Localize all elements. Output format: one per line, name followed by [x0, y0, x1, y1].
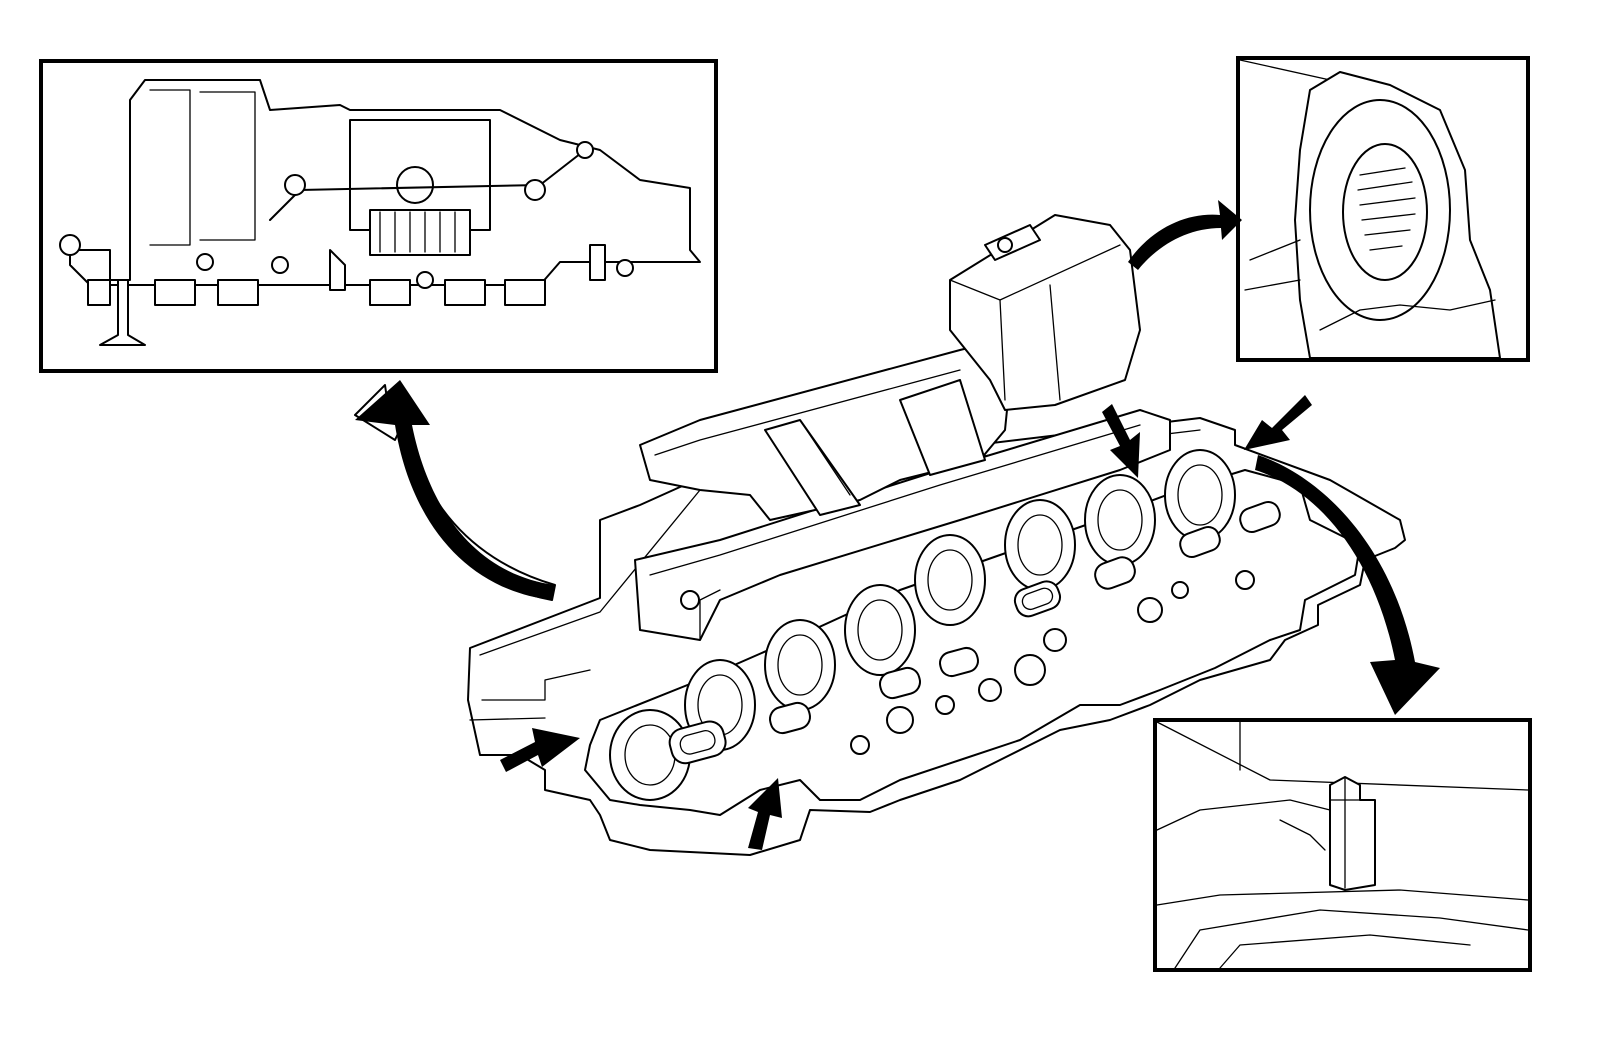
seal-rings	[668, 500, 1281, 765]
pointer-arrow-icon-3	[500, 728, 580, 772]
inset-bottom-right	[1153, 718, 1532, 972]
pointer-arrow-icon-2	[1244, 395, 1312, 450]
curved-arrow-icon-left	[354, 380, 556, 601]
inset-top-left-detail	[59, 79, 701, 346]
valve-body-assembly	[467, 214, 1406, 856]
solenoids	[609, 449, 1236, 801]
curved-arrow-icon-bottom-right	[1255, 455, 1440, 715]
inset-bottom-right-detail	[1156, 721, 1529, 969]
inset-top-right-detail	[1239, 59, 1501, 359]
connector-housing	[949, 214, 1141, 411]
pointer-arrow-icon-1	[1102, 404, 1140, 478]
curved-arrow-icon-top-right	[1128, 200, 1242, 270]
pointer-arrow-icon-4	[748, 778, 782, 850]
inset-top-left	[39, 59, 718, 373]
inset-top-right	[1236, 56, 1530, 362]
inset-top-left-connectors	[87, 279, 546, 306]
